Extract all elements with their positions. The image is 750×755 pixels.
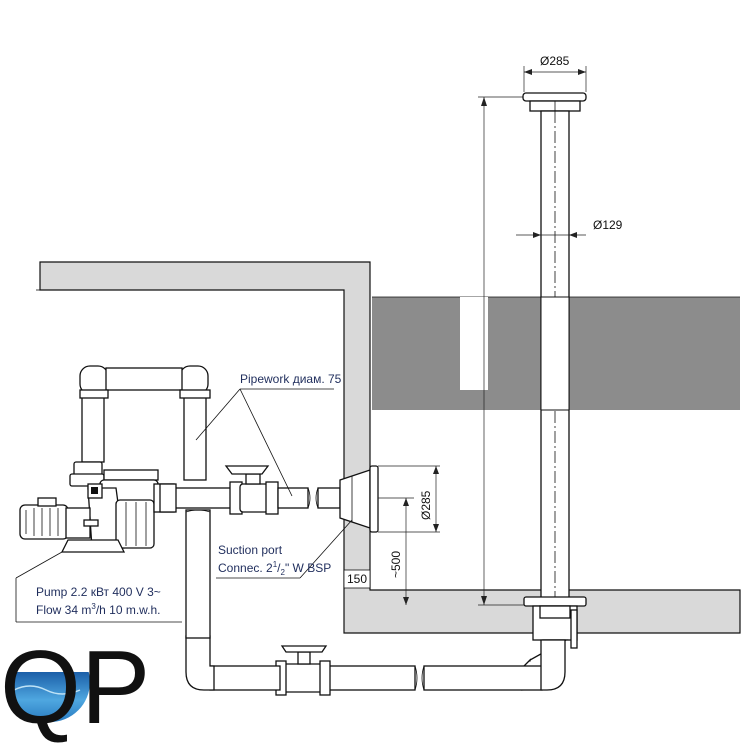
top-diameter-label: Ø285 <box>540 54 570 68</box>
suction-inlet-cover <box>369 465 379 533</box>
loop-pipe-left <box>81 391 105 463</box>
suction-union-pump <box>159 483 177 513</box>
column-diameter-arrow-right <box>569 232 577 238</box>
inlet-diameter-arrow-bottom <box>433 524 439 532</box>
wall-offset-box <box>343 569 371 589</box>
pump-outlet-riser <box>185 509 211 639</box>
column-top-cap <box>522 92 587 102</box>
pipework-leader-right <box>239 388 293 497</box>
suction-pipe-left <box>173 487 237 509</box>
column-diameter-label: Ø129 <box>593 218 623 232</box>
return-pipe-break <box>414 665 425 691</box>
return-elbow-left <box>185 635 215 691</box>
column-base-side <box>570 609 578 649</box>
logo-text: QP <box>0 630 150 746</box>
pump-base <box>60 539 126 553</box>
motor-fan-cover <box>19 504 69 540</box>
pump-leader <box>15 551 63 579</box>
loop-pipe-top <box>105 367 183 391</box>
pump-label-line1: Pump 2.2 кВт 400 V 3~ <box>36 585 161 599</box>
pump-badge <box>83 519 99 527</box>
suction-leader <box>299 519 353 579</box>
wall-offset-label: 150 <box>347 572 367 586</box>
qp-logo: QP <box>0 630 150 746</box>
suction-inlet-body <box>339 469 371 529</box>
suction-pipe-right <box>317 487 341 509</box>
suction-label-line2: Connec. 21/2" W BSP <box>218 560 331 577</box>
inlet-height-arrow-top <box>403 498 409 506</box>
motor-terminal-box <box>37 497 57 507</box>
lower-valve-handle[interactable] <box>280 645 328 653</box>
suction-label-line1: Suction port <box>218 543 283 557</box>
column-water-section <box>540 296 570 411</box>
upper-valve-body <box>239 483 269 513</box>
upper-valve-handle[interactable] <box>224 465 270 475</box>
prefilter-basket <box>115 499 155 549</box>
water-gap <box>460 297 488 390</box>
pipework-leader-left <box>195 388 241 441</box>
loop-union-right <box>179 389 211 399</box>
inlet-height-label: ~500 <box>389 551 403 578</box>
inlet-diameter-arrow-top <box>433 466 439 474</box>
motor-flange <box>65 507 91 539</box>
lower-valve-stem <box>297 651 311 665</box>
suction-pipe-break <box>307 487 319 509</box>
loop-pipe-right <box>183 391 207 481</box>
pump-label-line2: Flow 34 m3/h 10 m.w.h. <box>36 602 161 617</box>
height-arrow-bottom <box>481 596 487 605</box>
return-pipe-segment-right <box>423 665 543 691</box>
return-pipe-segment-left <box>209 665 281 691</box>
pump-inlet-square <box>91 487 98 494</box>
top-diameter-arrow-right <box>578 69 586 75</box>
return-elbow-right <box>540 639 566 691</box>
riser-break-mark <box>185 509 211 513</box>
pool-wall <box>39 261 741 634</box>
pipework-label: Pipework диам. 75 <box>240 372 342 386</box>
height-arrow-top <box>481 97 487 106</box>
column-base-inner <box>539 605 571 619</box>
top-diameter-arrow-left <box>524 69 532 75</box>
return-pipe-segment-mid <box>326 665 416 691</box>
prefilter-lid <box>103 469 159 481</box>
loop-union-left <box>79 389 109 399</box>
inlet-diameter-label: Ø285 <box>419 490 433 520</box>
column-diameter-arrow-left <box>533 232 541 238</box>
upper-valve-stem <box>245 473 261 485</box>
inlet-height-arrow-bottom <box>403 597 409 605</box>
logo-wave <box>13 685 81 695</box>
upper-valve-nut-right <box>265 481 279 515</box>
lower-valve-nut-right <box>319 660 331 696</box>
suction-pipe-mid <box>277 487 309 509</box>
column-base-flange <box>523 596 587 607</box>
